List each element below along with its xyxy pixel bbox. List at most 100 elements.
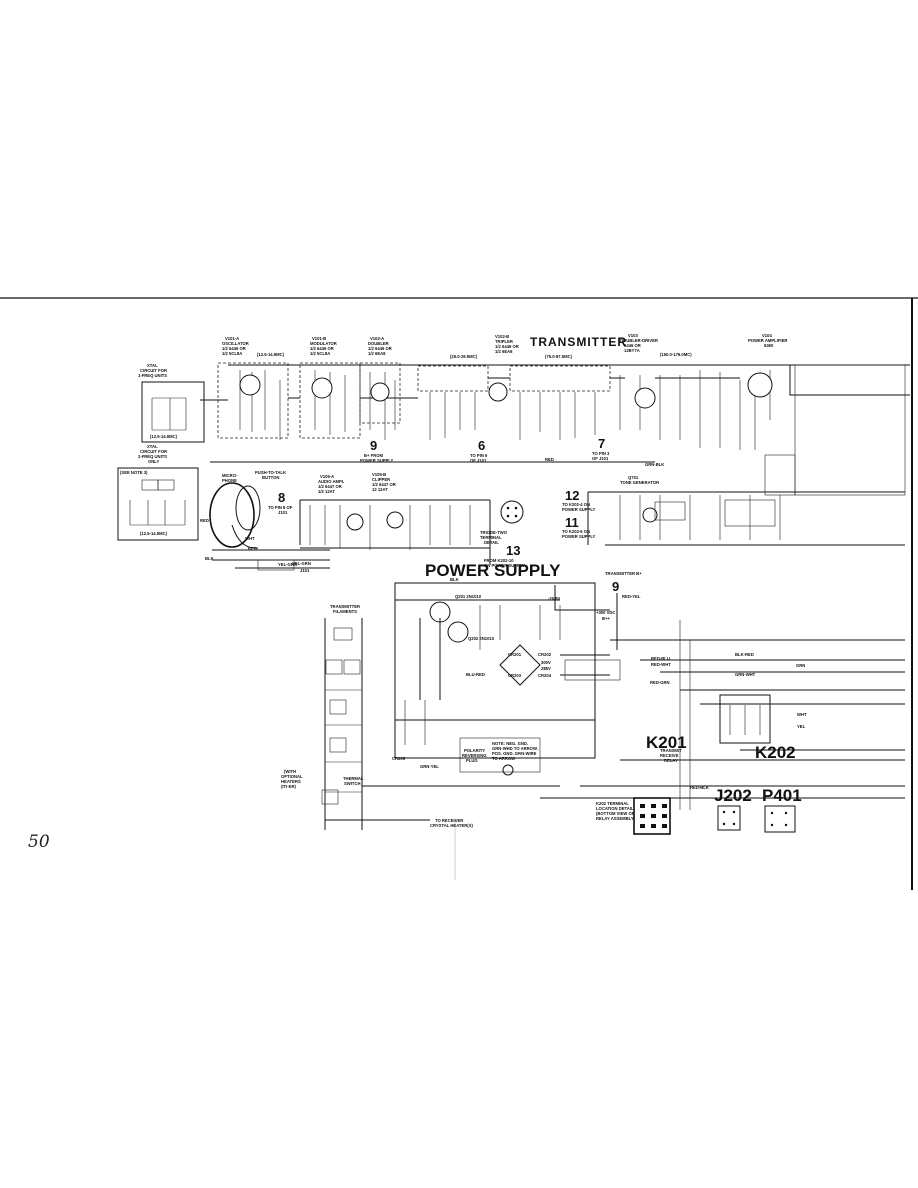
- svg-text:1/2 5CL8A: 1/2 5CL8A: [222, 351, 242, 356]
- svg-text:12BY7A: 12BY7A: [624, 348, 640, 353]
- t102-frequency: (75.0-87.5MC): [545, 354, 573, 359]
- svg-text:CR202: CR202: [538, 652, 552, 657]
- svg-text:WHT: WHT: [797, 712, 807, 717]
- svg-text:TRANSMIT: TRANSMIT: [660, 748, 682, 753]
- svg-text:THERMAL: THERMAL: [343, 776, 364, 781]
- v103-frequency: (150.0-176.0MC): [660, 352, 692, 357]
- svg-text:6446 OR: 6446 OR: [624, 343, 641, 348]
- svg-text:BLK-RED: BLK-RED: [735, 652, 754, 657]
- relay-wiring: [540, 620, 905, 810]
- svg-text:GRN: GRN: [796, 663, 805, 668]
- connector-j202: J202: [714, 786, 752, 831]
- svg-text:DOUBLER: DOUBLER: [368, 341, 389, 346]
- svg-text:TO PIN 3: TO PIN 3: [592, 451, 610, 456]
- svg-text:TONE GENERATOR: TONE GENERATOR: [620, 480, 659, 485]
- svg-text:1/2 6447 OR: 1/2 6447 OR: [318, 484, 342, 489]
- svg-text:2-FREQ UNITS: 2-FREQ UNITS: [138, 454, 167, 459]
- pin-ref-11: 11 TO K202-6 ON POWER SUPPLY: [562, 515, 596, 539]
- svg-text:CIRCUIT FOR: CIRCUIT FOR: [140, 449, 167, 454]
- svg-text:6: 6: [478, 438, 485, 453]
- svg-text:POWER SUPPLY: POWER SUPPLY: [562, 507, 596, 512]
- svg-text:12: 12: [565, 488, 579, 503]
- svg-text:RED: RED: [248, 546, 257, 551]
- xtal-1freq: XTAL CIRCUIT FOR 1-FREQ UNITS (12.5-14.9…: [138, 363, 205, 443]
- svg-text:RED: RED: [545, 457, 554, 462]
- svg-text:SWITCH: SWITCH: [344, 781, 361, 786]
- svg-text:+300 VDC: +300 VDC: [596, 610, 615, 615]
- transmitter-title: TRANSMITTER: [530, 335, 627, 349]
- svg-text:FROM K202-10: FROM K202-10: [484, 558, 514, 563]
- tube-v101b-header: V101-B MODULATOR 1/2 6446 OR 1/2 5CL8A: [310, 336, 337, 356]
- svg-text:MODULATOR: MODULATOR: [310, 341, 337, 346]
- svg-text:CR205: CR205: [392, 756, 406, 761]
- tube-v102a-header: V102-A DOUBLER 1/2 6446 OR 1/2 6EA8: [368, 336, 392, 356]
- svg-text:-20.8V: -20.8V: [548, 596, 561, 601]
- svg-text:V103: V103: [628, 333, 638, 338]
- svg-text:300V: 300V: [541, 660, 551, 665]
- tube-v102b-header: V102-B TRIPLER 1/2 6446 OR 1/2 6EA8: [495, 334, 519, 354]
- svg-text:RED: RED: [200, 518, 209, 523]
- svg-text:YEL: YEL: [797, 724, 806, 729]
- svg-text:1/2 6446 OR: 1/2 6446 OR: [495, 344, 519, 349]
- svg-text:V102-A: V102-A: [370, 336, 384, 341]
- svg-text:POWER AMPLIFIER: POWER AMPLIFIER: [748, 338, 787, 343]
- svg-text:(SEE NOTE 3): (SEE NOTE 3): [120, 470, 148, 475]
- svg-text:B++: B++: [602, 616, 610, 621]
- svg-text:(BOTTOM VIEW OF: (BOTTOM VIEW OF: [596, 811, 635, 816]
- svg-text:V102-B: V102-B: [495, 334, 509, 339]
- svg-text:PLUG: PLUG: [466, 758, 478, 763]
- svg-text:RED-BLK: RED-BLK: [690, 785, 709, 790]
- svg-text:YEL-GRN: YEL-GRN: [292, 561, 311, 566]
- svg-text:TRIODE-TWO: TRIODE-TWO: [480, 530, 508, 535]
- svg-text:V101-B: V101-B: [312, 336, 326, 341]
- connector-p401: P401: [762, 786, 802, 833]
- svg-text:9: 9: [612, 579, 619, 594]
- tube-v104-header: V104 POWER AMPLIFIER 6360: [748, 333, 787, 348]
- k202-socket-detail: K202 TERMINAL LOCATION DETAIL (BOTTOM VI…: [596, 797, 671, 835]
- svg-text:B+ FROM: B+ FROM: [364, 453, 383, 458]
- svg-text:HEATERS: HEATERS: [281, 779, 301, 784]
- svg-text:TO RECEIVER: TO RECEIVER: [435, 818, 463, 823]
- tube-symbols: [239, 372, 773, 531]
- svg-text:XTAL: XTAL: [147, 444, 158, 449]
- pin-ref-6: 6 TO PIN 6 OF J101: [470, 438, 488, 463]
- svg-text:TO K202-4 ON: TO K202-4 ON: [562, 502, 590, 507]
- svg-text:6360: 6360: [764, 343, 774, 348]
- svg-text:1/2 6EA8: 1/2 6EA8: [368, 351, 386, 356]
- svg-text:CR203: CR203: [508, 673, 522, 678]
- svg-text:TRANSMITTER: TRANSMITTER: [330, 604, 360, 609]
- svg-text:TERMINAL: TERMINAL: [480, 535, 502, 540]
- svg-text:RED-WHT: RED-WHT: [651, 662, 671, 667]
- svg-text:1/2 5CL8A: 1/2 5CL8A: [310, 351, 330, 356]
- audio-section: V105-A AUDIO AMPL 1/2 6447 OR 1/2 12AT V…: [299, 472, 524, 565]
- svg-text:POS. GND. GRN-WIRE: POS. GND. GRN-WIRE: [492, 751, 537, 756]
- svg-text:J101: J101: [300, 568, 310, 573]
- svg-text:AUDIO AMPL: AUDIO AMPL: [318, 479, 345, 484]
- svg-text:CR204: CR204: [538, 673, 552, 678]
- svg-text:1/2 6446 OR: 1/2 6446 OR: [310, 346, 334, 351]
- wire-color-labels: GRN-BLK GRN-YEL RED-BLK RED-BLU RED-WHT …: [292, 457, 807, 790]
- tube-v103-header: V103 DOUBLER-DRIVER 6446 OR 12BY7A: [620, 333, 658, 353]
- tone-generator: Q701 TONE GENERATOR: [587, 475, 905, 546]
- transmitter-bplus: TRANSMITTER B+ 9 +300 VDC B++: [596, 571, 642, 650]
- svg-text:1-FREQ UNITS: 1-FREQ UNITS: [138, 373, 167, 378]
- svg-text:1/2 6EA8: 1/2 6EA8: [495, 349, 513, 354]
- tube-v101a-header: V101-A OSCILLATOR 1/2 6446 OR 1/2 5CL8A: [222, 336, 249, 356]
- svg-text:RECEIVE: RECEIVE: [660, 753, 679, 758]
- svg-text:V104: V104: [762, 333, 772, 338]
- svg-text:CLIPPER: CLIPPER: [372, 477, 390, 482]
- svg-text:FILAMENTS: FILAMENTS: [333, 609, 357, 614]
- svg-text:RED-BLU: RED-BLU: [651, 656, 670, 661]
- polarity-note: NOTE: NEG. GND. GRN-WHD TO ARROW. POS. G…: [459, 737, 541, 776]
- svg-text:V105-B: V105-B: [372, 472, 386, 477]
- svg-text:BUTTON: BUTTON: [262, 475, 279, 480]
- svg-text:POWER SUPPLY: POWER SUPPLY: [562, 534, 596, 539]
- transmitter-filaments: TRANSMITTER FILAMENTS (WITH OPTIONAL HEA…: [281, 604, 560, 830]
- svg-text:BLK: BLK: [205, 556, 214, 561]
- svg-text:OPTIONAL: OPTIONAL: [281, 774, 303, 779]
- svg-text:POWER SUPPLY: POWER SUPPLY: [360, 458, 394, 463]
- svg-text:ONLY: ONLY: [148, 459, 159, 464]
- svg-text:1/2 6446 OR: 1/2 6446 OR: [222, 346, 246, 351]
- svg-text:(WITH: (WITH: [284, 769, 296, 774]
- svg-text:GRN-WHT: GRN-WHT: [735, 672, 756, 677]
